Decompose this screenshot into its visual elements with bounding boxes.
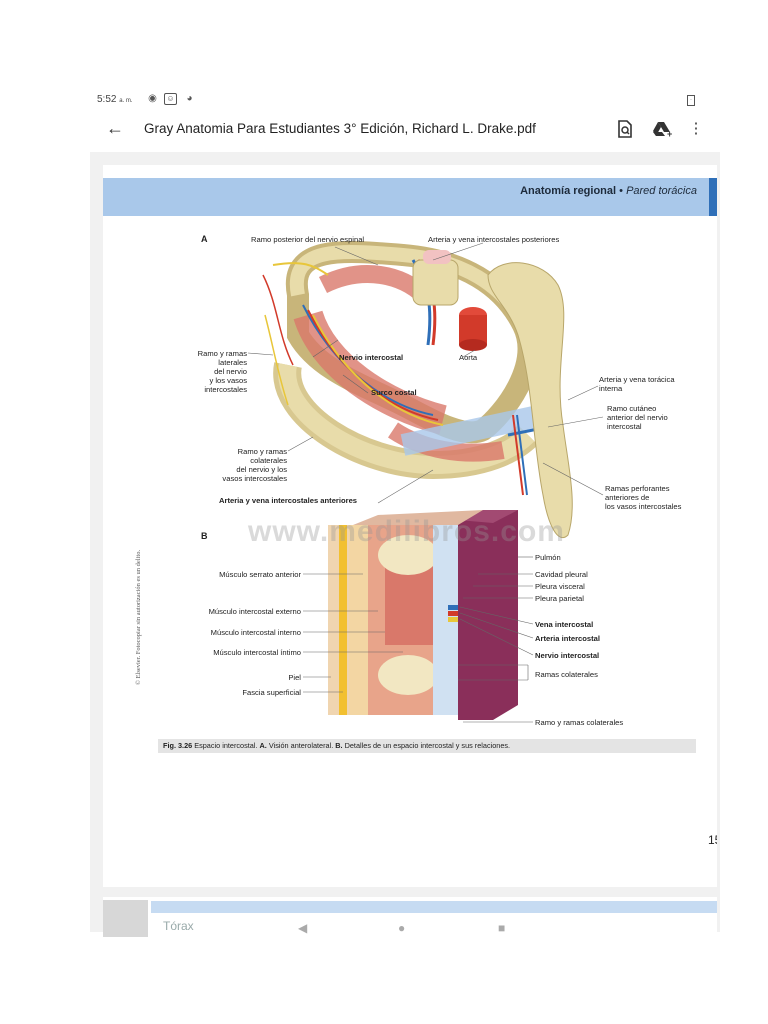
vibrate-icon: ·	[687, 95, 695, 106]
caption-bar	[158, 739, 696, 753]
section-header-band	[103, 178, 717, 216]
anatomy-illustration	[247, 240, 604, 723]
status-bar: 5:52 a. m. ◉ ☺ ◕ ·	[90, 88, 720, 112]
document-title: Gray Anatomia Para Estudiantes 3° Edició…	[144, 121, 536, 136]
label-pleura-visceral: Pleura visceral	[535, 582, 585, 591]
nav-recents-icon[interactable]: ■	[498, 921, 506, 935]
label-arteria-anteriores: Arteria y vena intercostales anteriores	[219, 496, 358, 505]
pdf-page: Anatomía regional • Pared torácica	[103, 165, 717, 887]
label-surco-costal: Surco costal	[371, 388, 417, 397]
label-ramo-ramas-colaterales: Ramo y ramas colaterales	[535, 718, 624, 727]
label-arteria-vena-posteriores: Arteria y vena intercostales posteriores	[428, 235, 560, 244]
label-fascia-superficial: Fascia superficial	[242, 688, 301, 697]
nav-home-icon[interactable]: ●	[398, 921, 406, 935]
status-time: 5:52 a. m.	[97, 94, 133, 105]
label-intercostal-intimo: Músculo intercostal íntimo	[213, 648, 301, 657]
label-aorta: Aorta	[459, 353, 478, 362]
label-piel: Piel	[288, 673, 301, 682]
next-page-title: Tórax	[163, 919, 194, 933]
panel-b-letter: B	[201, 531, 208, 541]
app-bar: ← Gray Anatomia Para Estudiantes 3° Edic…	[90, 112, 720, 148]
chat-icon: ◕	[186, 93, 193, 104]
label-vena-intercostal: Vena intercostal	[535, 620, 594, 629]
back-arrow-icon[interactable]: ←	[106, 118, 124, 138]
label-pleura-parietal: Pleura parietal	[535, 594, 584, 603]
svg-text:+: +	[667, 129, 672, 138]
more-vert-icon[interactable]: ⋮	[688, 120, 704, 137]
label-ramas-colaterales: Ramas colaterales	[535, 670, 598, 679]
label-pulmon: Pulmón	[535, 553, 561, 562]
section-header: Anatomía regional • Pared torácica	[520, 185, 697, 197]
label-ramo-posterior: Ramo posterior del nervio espinal	[251, 235, 365, 244]
next-pdf-page: Tórax ◀ ● ■	[103, 897, 717, 937]
search-doc-icon[interactable]	[616, 120, 634, 138]
figure-caption: Fig. 3.26 Espacio intercostal. A. Visión…	[163, 741, 511, 750]
label-arteria-intercostal: Arteria intercostal	[535, 634, 600, 643]
label-nervio-intercostal-b: Nervio intercostal	[535, 651, 600, 660]
nav-back-icon[interactable]: ◀	[298, 921, 308, 935]
label-nervio-intercostal-a: Nervio intercostal	[339, 353, 404, 362]
face-icon: ☺	[164, 93, 177, 105]
section-tab	[709, 178, 717, 216]
copyright-notice: © Elsevier. Fotocopiar sin autorización …	[135, 549, 142, 685]
drive-add-icon[interactable]: +	[652, 120, 674, 139]
label-serrato-anterior: Músculo serrato anterior	[219, 570, 301, 579]
page-number: 15	[708, 833, 717, 847]
next-page-thumbnail	[103, 900, 148, 937]
next-page-header-band	[151, 901, 717, 913]
watermark: www.medilibros.com	[248, 515, 565, 548]
panel-a-letter: A	[201, 234, 208, 244]
label-intercostal-interno: Músculo intercostal interno	[210, 628, 301, 637]
label-cavidad-pleural: Cavidad pleural	[535, 570, 588, 579]
label-intercostal-externo: Músculo intercostal externo	[208, 607, 301, 616]
messenger-icon: ◉	[148, 93, 157, 104]
